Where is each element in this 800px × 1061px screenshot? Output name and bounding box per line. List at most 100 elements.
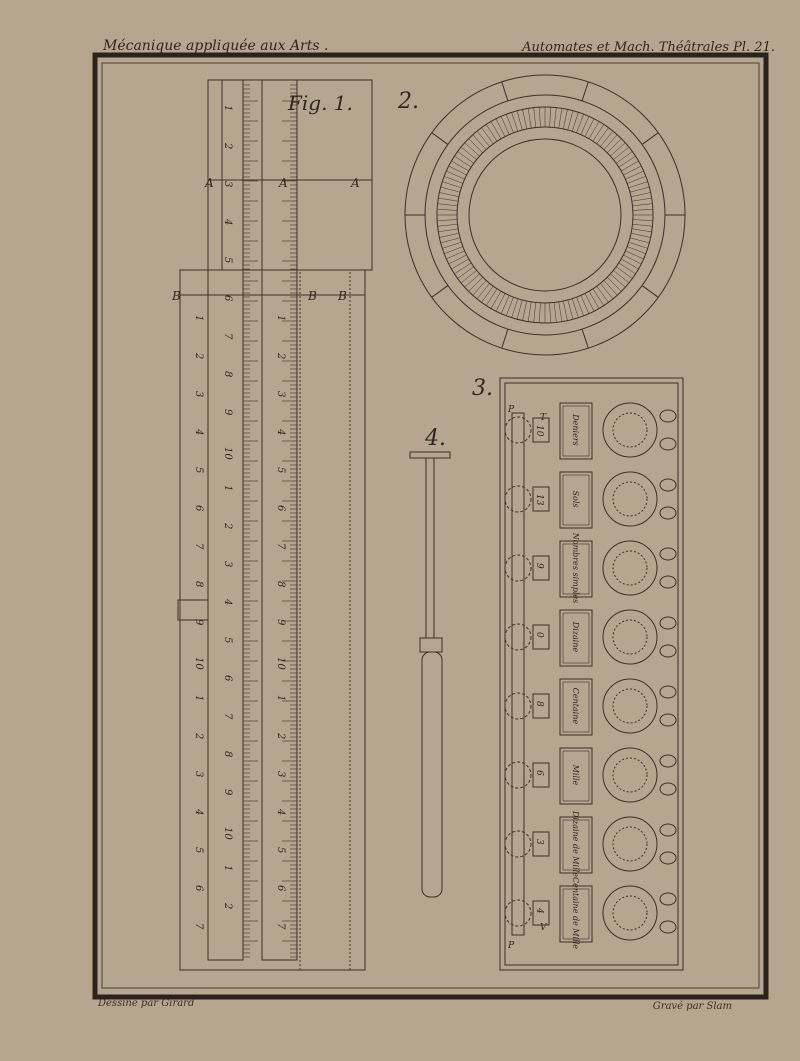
- window-digit: 10: [534, 425, 544, 437]
- dial-tick: [623, 165, 642, 176]
- click-pawl: [659, 754, 677, 768]
- scale-digit: 2: [275, 352, 286, 359]
- dial-tick: [446, 170, 465, 180]
- dial-tick: [437, 203, 458, 207]
- wheel: [602, 609, 658, 665]
- dial-tick: [527, 108, 532, 129]
- dial-tick: [440, 186, 461, 193]
- digit-window: [532, 762, 550, 788]
- dial-tick: [580, 116, 590, 135]
- footer-right: Gravé par Slam: [652, 1001, 732, 1012]
- figure-1: [177, 79, 373, 971]
- dial-tick: [613, 146, 630, 160]
- dial-tick: [468, 138, 483, 153]
- dial-tick: [549, 302, 551, 323]
- scale-digit: 10: [222, 827, 233, 840]
- dial-tick: [506, 297, 514, 316]
- dial-tick: [485, 124, 498, 142]
- dial-divider: [501, 81, 509, 102]
- dial-tick: [438, 197, 459, 202]
- dial-tick: [631, 228, 652, 233]
- dial-tick: [588, 121, 600, 139]
- dial-tick: [621, 258, 639, 270]
- window-digit: 9: [534, 563, 544, 569]
- figure-4-handle: [409, 451, 451, 898]
- digit-window: [532, 831, 550, 857]
- click-pawl: [659, 575, 677, 589]
- scale-digit: 7: [222, 713, 233, 720]
- dial-tick: [516, 299, 523, 320]
- dial-tick: [623, 254, 642, 265]
- dial-tick: [527, 301, 532, 322]
- scale-digit: 7: [222, 333, 233, 340]
- gear-ring: [504, 554, 532, 582]
- dial-tick: [500, 295, 510, 314]
- dial-tick: [558, 108, 563, 129]
- gear-ring: [504, 830, 532, 858]
- dial-tick: [563, 109, 568, 129]
- column-label-inner: [562, 681, 590, 733]
- scale-digit: 7: [193, 543, 204, 550]
- click-pawl: [659, 437, 677, 451]
- dial-tick: [506, 114, 514, 133]
- column-label-inner: [562, 750, 590, 802]
- scale-digit: 10: [193, 657, 204, 670]
- column-label-inner: [562, 543, 590, 595]
- wheel: [602, 885, 658, 941]
- scale-digit: 1: [275, 695, 286, 701]
- dial-tick: [607, 138, 622, 153]
- column-label: Nombres simples: [571, 532, 580, 604]
- figure-3-frame: [499, 377, 684, 971]
- wheel-hub: [612, 550, 648, 586]
- dial-tick: [607, 277, 622, 292]
- click-pawl: [659, 892, 677, 906]
- dial-tick: [472, 280, 487, 296]
- digit-window: [532, 900, 550, 926]
- dial-tick: [618, 155, 636, 168]
- window-digit: 6: [534, 770, 544, 776]
- dial-tick: [481, 286, 494, 303]
- scale-digit: 8: [222, 371, 233, 377]
- dial-tick: [439, 192, 459, 197]
- dial-tick: [592, 288, 605, 306]
- dial-tick: [539, 302, 541, 323]
- scale-digit: 3: [193, 771, 204, 777]
- dial-tick: [616, 151, 633, 164]
- gear-ring: [504, 416, 532, 444]
- dial-tick: [600, 130, 614, 147]
- scale-digit: 10: [275, 657, 286, 670]
- scale-digit: 6: [222, 675, 233, 682]
- scale-digit: 3: [275, 391, 286, 397]
- header-left: Mécanique appliquée aux Arts .: [103, 38, 329, 54]
- dial-tick: [442, 241, 462, 249]
- dial-tick: [485, 288, 498, 306]
- fig2-title: 2.: [397, 89, 419, 114]
- inner-frame: [101, 62, 760, 989]
- dial-divider: [581, 328, 589, 349]
- dial-tick: [457, 151, 474, 164]
- scale-digit: 5: [193, 847, 204, 853]
- wheel-hub: [612, 826, 648, 862]
- fig3-title: 3.: [472, 376, 493, 401]
- scale-digit: 4: [222, 218, 233, 225]
- label-b-mid: B: [307, 289, 317, 303]
- dial-tick: [631, 192, 651, 197]
- click-pawl: [659, 782, 677, 796]
- dial-tick: [495, 118, 506, 137]
- click-pawl: [659, 713, 677, 727]
- dial-tick: [468, 277, 483, 292]
- wheel-hub: [612, 688, 648, 724]
- gear-ring: [504, 899, 532, 927]
- dial-tick: [580, 295, 590, 314]
- dial-tick: [625, 170, 644, 180]
- dial-tick: [558, 301, 563, 322]
- dial-tick: [613, 270, 630, 284]
- column-label-box: [559, 609, 593, 667]
- dial-tick: [563, 301, 568, 321]
- scale-digit: 7: [193, 923, 204, 930]
- dial-tick: [472, 134, 487, 150]
- column-label-inner: [562, 612, 590, 664]
- scale-digit: 3: [193, 391, 204, 397]
